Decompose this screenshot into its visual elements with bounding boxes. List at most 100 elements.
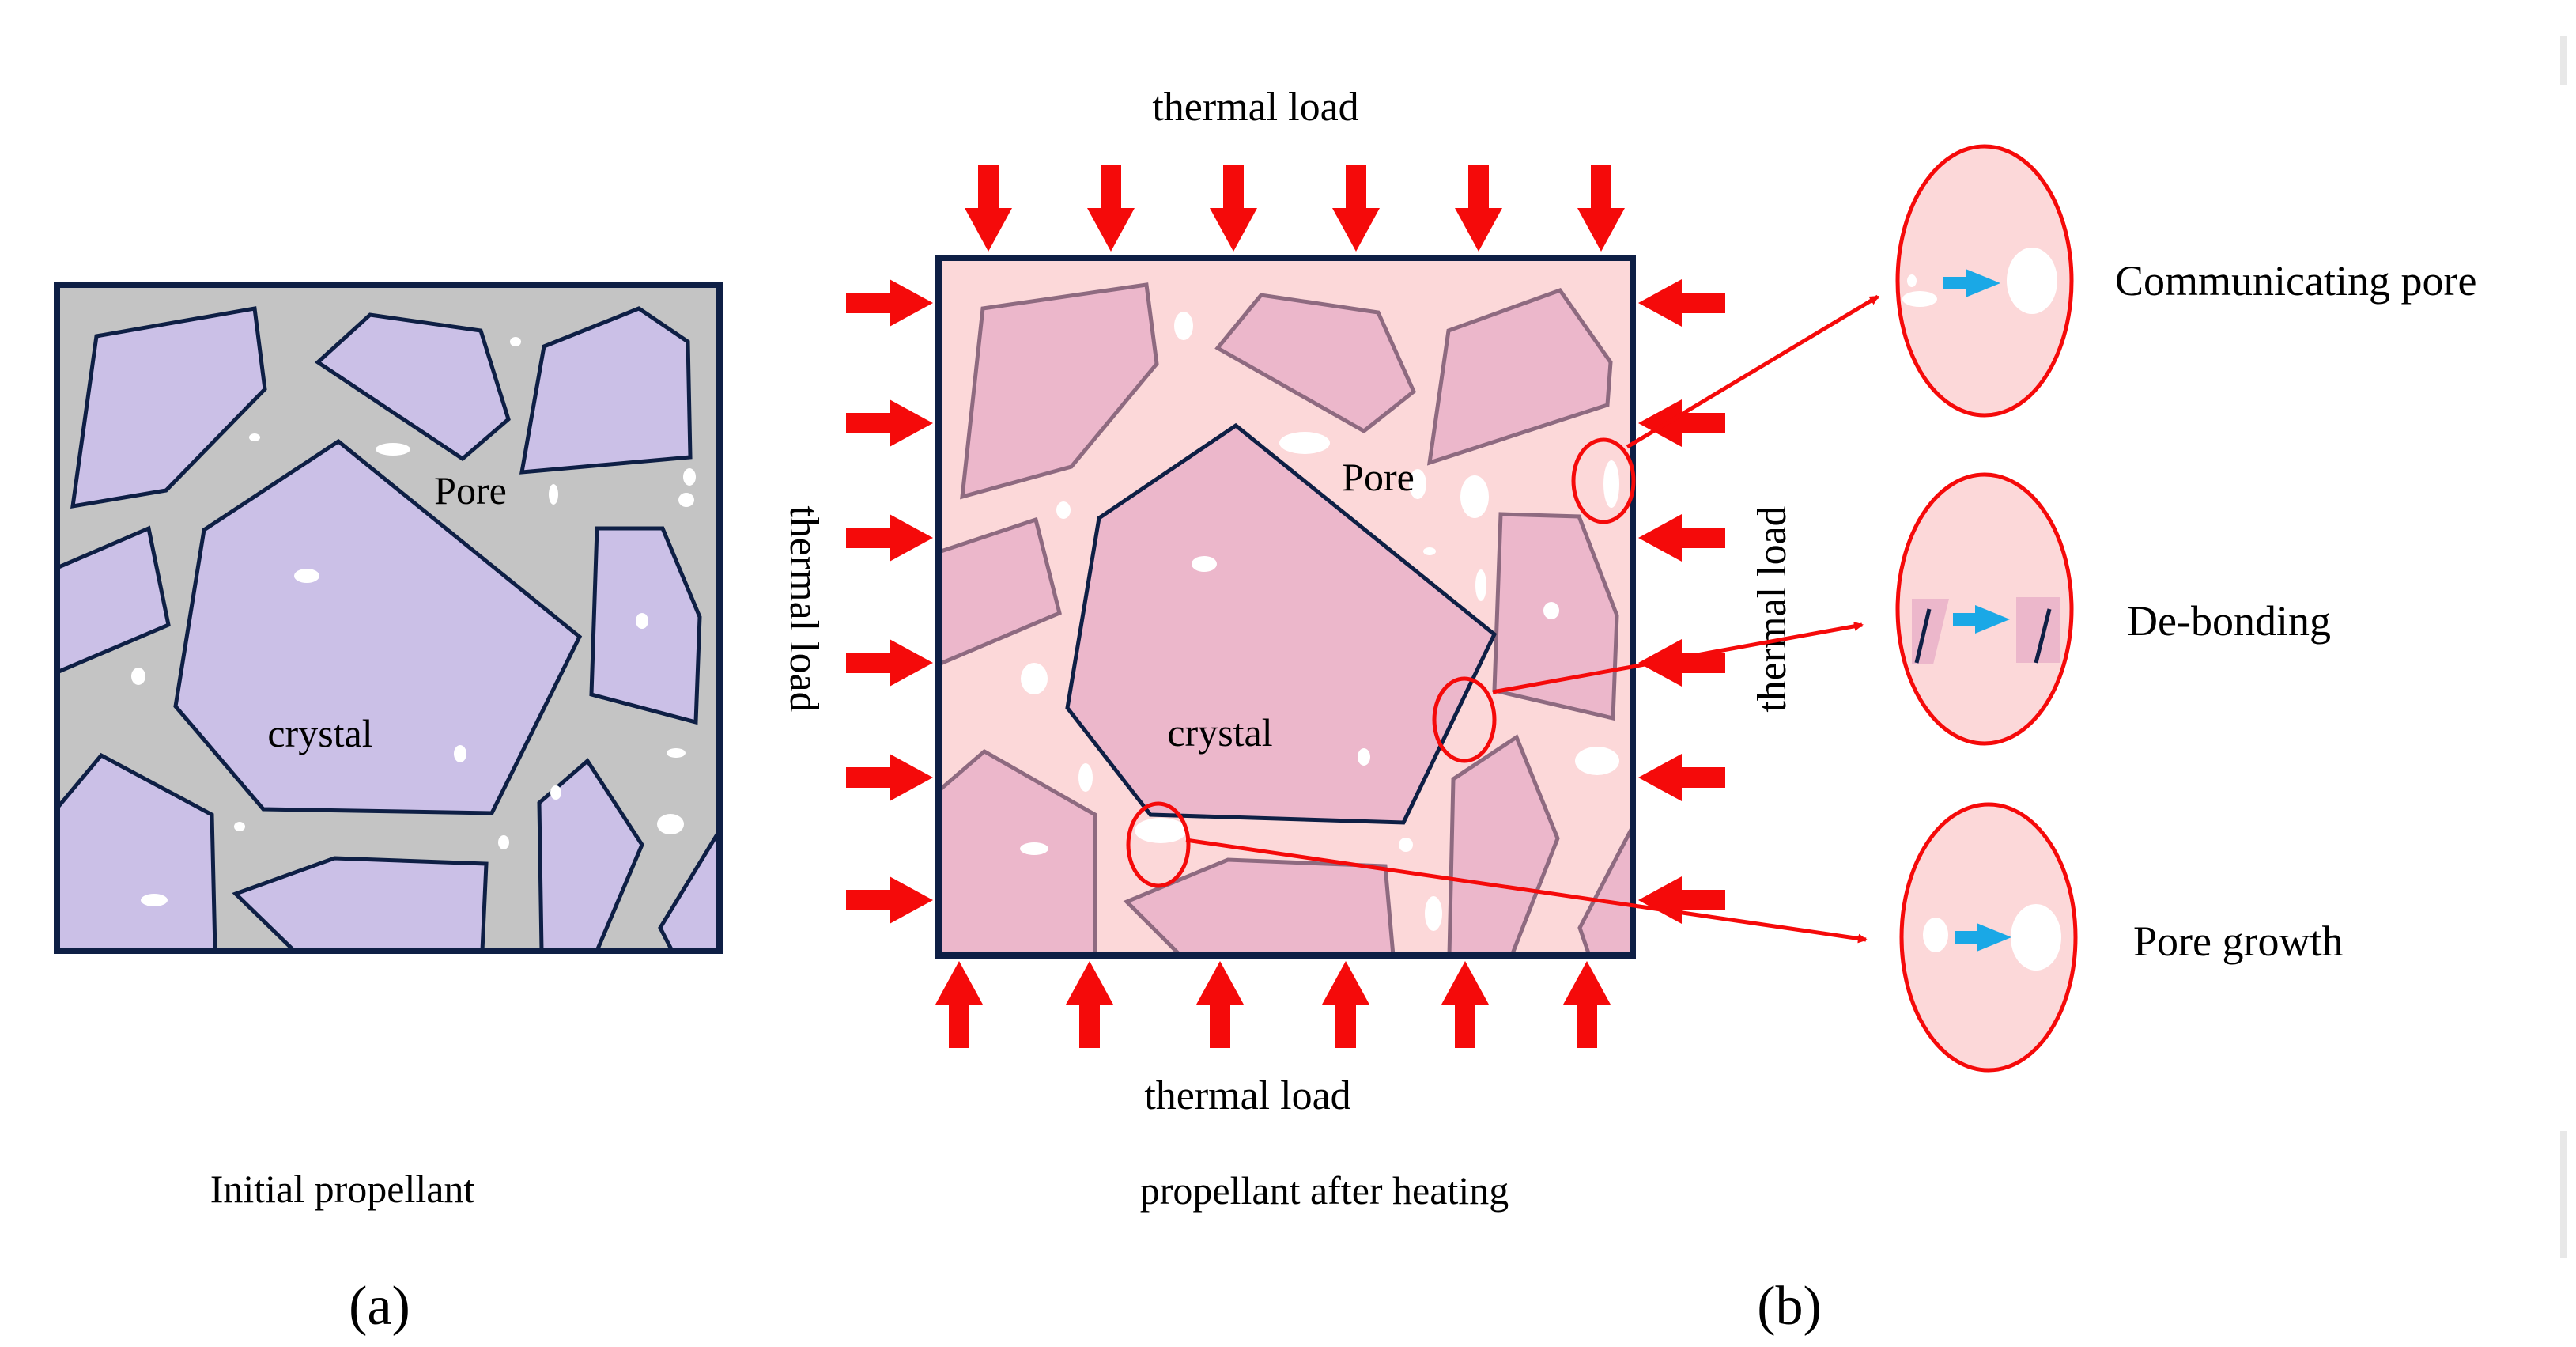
panel-b-border xyxy=(935,255,1636,959)
thermal-arrow-up xyxy=(1196,961,1244,1048)
thermal-arrow-right xyxy=(846,514,933,562)
pore xyxy=(1021,663,1048,694)
mechanism-label-debonding: De-bonding xyxy=(2127,597,2331,645)
pore xyxy=(1460,475,1489,518)
panel-a-initial-propellant: Pore crystal Initial propellant (a) xyxy=(54,282,723,1337)
thermal-arrow-down xyxy=(1087,165,1135,252)
blue-arrow-icon xyxy=(1955,923,2011,952)
thermal-arrow-right xyxy=(846,754,933,801)
pore xyxy=(1192,556,1217,572)
crystal-grain xyxy=(70,306,267,509)
pore xyxy=(1056,501,1071,519)
pore xyxy=(1135,818,1187,843)
pore xyxy=(1279,432,1330,454)
thermal-load-label-bottom: thermal load xyxy=(1144,1073,1350,1118)
pore xyxy=(1575,747,1619,775)
pore xyxy=(1078,763,1093,792)
connector-arrow-debonding xyxy=(1492,621,1864,694)
pore xyxy=(1603,460,1619,508)
crystal-grain xyxy=(1447,734,1560,955)
crystal-grain xyxy=(232,856,489,951)
crystal-grain xyxy=(658,827,720,951)
crystal-grain xyxy=(939,516,1062,667)
crystal-grain xyxy=(537,758,644,951)
bond-line-icon xyxy=(2034,608,2052,664)
pore xyxy=(1020,842,1048,855)
thermal-arrow-down xyxy=(1455,165,1502,252)
crystal-grain xyxy=(1426,287,1613,466)
thermal-arrow-down xyxy=(1210,165,1257,252)
pore xyxy=(376,443,410,456)
central-crystal-b xyxy=(1065,422,1498,825)
thermal-arrow-down xyxy=(1332,165,1380,252)
pore xyxy=(657,814,684,834)
thermal-arrow-up xyxy=(1441,961,1489,1048)
pore-icon xyxy=(2011,904,2061,971)
thermal-arrow-up xyxy=(1322,961,1369,1048)
pore xyxy=(498,835,509,849)
crystal-label-b: crystal xyxy=(1167,710,1272,755)
pore xyxy=(454,745,466,762)
pore xyxy=(1399,838,1413,852)
pore-icon xyxy=(1907,274,1917,287)
crystals-a xyxy=(57,306,720,951)
connector-arrow-communicating xyxy=(1626,294,1879,449)
pore xyxy=(1174,312,1193,340)
pore xyxy=(1423,547,1436,555)
pore xyxy=(683,468,696,486)
blue-arrow-icon xyxy=(1953,605,2010,634)
pore xyxy=(294,569,319,583)
highlight-debonding xyxy=(1432,676,1497,763)
pore xyxy=(549,484,558,505)
crystal-grain xyxy=(1577,825,1633,955)
thermal-arrows-top xyxy=(965,165,1625,252)
thermal-arrows-right xyxy=(1638,279,1725,924)
thermal-load-label-left: thermal load xyxy=(781,505,826,712)
pore xyxy=(234,822,245,831)
pore-label-b: Pore xyxy=(1342,455,1415,499)
mechanism-communicating-pore: Communicating pore xyxy=(1895,144,2476,418)
highlight-pore-growth xyxy=(1126,801,1191,888)
scrollbar-track-bottom xyxy=(2560,1131,2567,1258)
thermal-arrow-up xyxy=(1563,961,1611,1048)
highlight-communicating-pore xyxy=(1571,437,1636,524)
crystal-grain xyxy=(519,306,693,475)
pore xyxy=(1475,569,1486,601)
panel-letter-a: (a) xyxy=(349,1276,410,1337)
thermal-arrow-left xyxy=(1638,754,1725,801)
thermal-arrow-up xyxy=(1066,961,1113,1048)
pore xyxy=(1543,602,1559,619)
pore-icon xyxy=(2007,248,2057,314)
crystal-grain xyxy=(314,312,511,462)
caption-a: Initial propellant xyxy=(210,1167,475,1211)
pore xyxy=(131,668,145,685)
thermal-arrow-down xyxy=(965,165,1012,252)
crystal-label-a: crystal xyxy=(267,711,372,755)
pore xyxy=(1358,748,1370,766)
thermal-arrow-right xyxy=(846,279,933,327)
crystal-grain xyxy=(1123,857,1396,955)
crystal-grain xyxy=(1214,293,1417,434)
connector-arrows xyxy=(1185,294,1879,944)
pore xyxy=(510,337,521,346)
thermal-arrow-right xyxy=(846,639,933,687)
pore-icon xyxy=(1923,918,1948,952)
crystals-b xyxy=(939,282,1633,955)
mechanism-de-bonding: De-bonding xyxy=(1895,472,2331,746)
crystal-grain xyxy=(57,752,217,951)
pore xyxy=(1409,469,1426,499)
highlight-circles xyxy=(1126,437,1636,888)
mechanism-label-pore-growth: Pore growth xyxy=(2133,918,2343,965)
panel-a-border xyxy=(54,282,723,954)
panel-letter-b: (b) xyxy=(1757,1276,1822,1337)
pore xyxy=(249,433,260,441)
thermal-arrow-left xyxy=(1638,514,1725,562)
mechanism-label-communicating: Communicating pore xyxy=(2115,257,2476,305)
thermal-arrow-left xyxy=(1638,279,1725,327)
thermal-load-label-right: thermal load xyxy=(1750,505,1795,712)
mechanism-pore-growth: Pore growth xyxy=(1899,802,2343,1073)
thermal-arrow-down xyxy=(1577,165,1625,252)
connector-arrow-pore-growth xyxy=(1185,838,1868,944)
blue-arrow-icon xyxy=(1943,269,2000,297)
